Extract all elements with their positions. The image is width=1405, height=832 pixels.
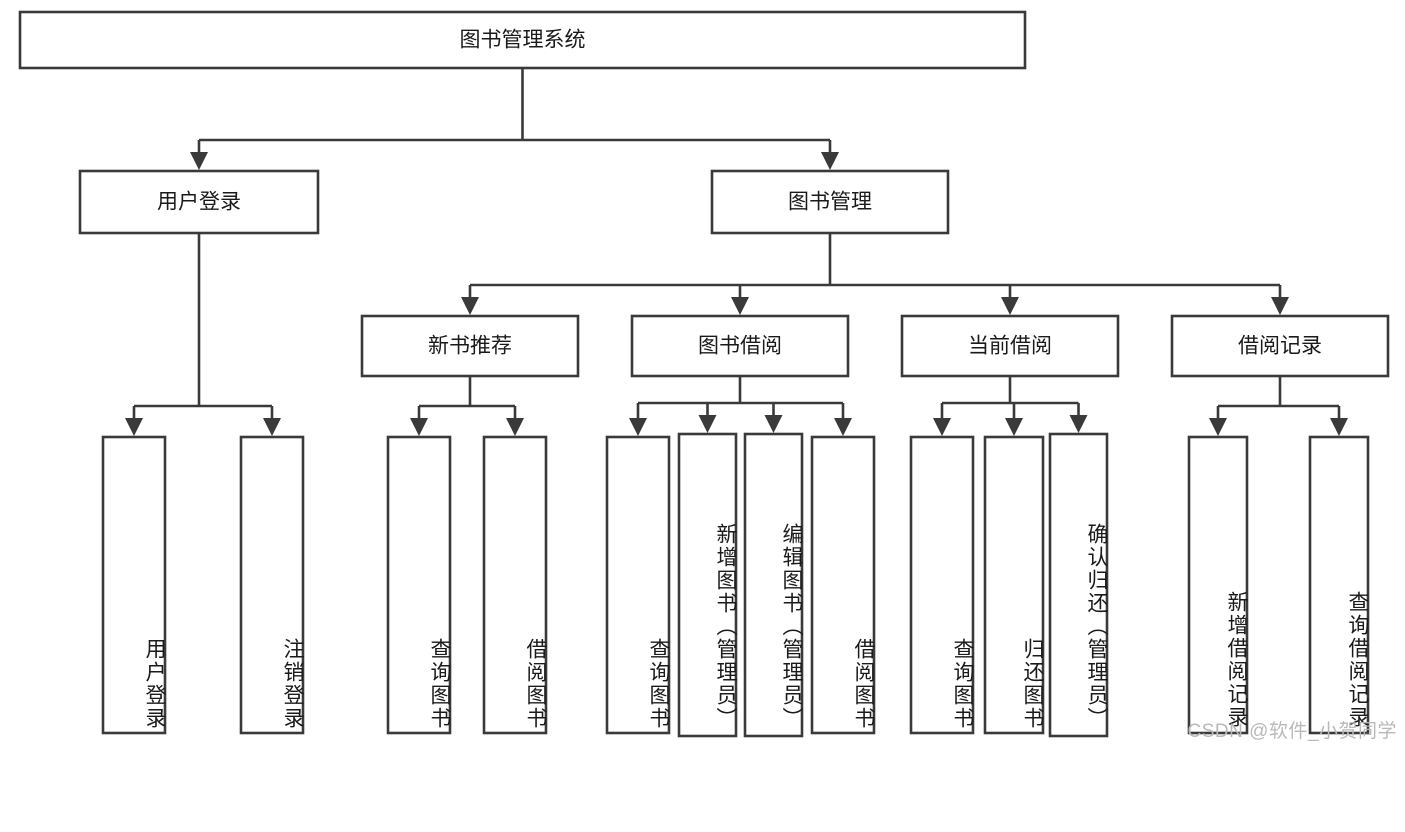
- arrow-head-icon: [506, 418, 524, 436]
- arrow-head-icon: [731, 297, 749, 315]
- arrow-head-icon: [190, 152, 208, 170]
- node-box-leaf-query-book-borrow[interactable]: [605, 435, 671, 735]
- node-box-leaf-query-book-cur[interactable]: [909, 435, 975, 735]
- node-box-borrow-record[interactable]: [1170, 314, 1390, 378]
- node-box-leaf-query-book-rec[interactable]: [386, 435, 452, 735]
- node-box-leaf-add-book[interactable]: [677, 432, 738, 738]
- diagram-canvas: 图书管理系统用户登录图书管理新书推荐图书借阅当前借阅借阅记录 用户登录注销登录查…: [18, 10, 1397, 742]
- arrow-head-icon: [1330, 418, 1348, 436]
- node-box-leaf-borrow-book[interactable]: [810, 435, 876, 735]
- node-box-current-borrow[interactable]: [900, 314, 1120, 378]
- arrow-head-icon: [821, 152, 839, 170]
- node-box-new-book-rec[interactable]: [360, 314, 580, 378]
- arrow-head-icon: [1005, 418, 1023, 436]
- node-box-leaf-add-record[interactable]: [1187, 435, 1249, 735]
- arrow-head-icon: [629, 418, 647, 436]
- node-box-book-borrow[interactable]: [630, 314, 850, 378]
- node-box-leaf-user-logout[interactable]: [239, 435, 305, 735]
- watermark-text: CSDN @软件_小贺同学: [1187, 721, 1397, 742]
- node-box-leaf-user-login[interactable]: [101, 435, 167, 735]
- node-label-current-borrow: 当前借阅: [968, 335, 1052, 358]
- arrow-head-icon: [1271, 297, 1289, 315]
- node-box-leaf-edit-book[interactable]: [743, 432, 804, 738]
- node-boxes-layer: [18, 10, 1390, 738]
- arrow-head-icon: [410, 418, 428, 436]
- node-box-book-mgmt[interactable]: [710, 169, 950, 235]
- arrow-head-icon: [933, 418, 951, 436]
- node-box-leaf-confirm-return[interactable]: [1048, 432, 1109, 738]
- node-label-root: 图书管理系统: [460, 29, 586, 52]
- arrow-head-icon: [834, 418, 852, 436]
- arrow-head-icon: [764, 415, 783, 433]
- arrow-head-icon: [1209, 418, 1227, 436]
- node-label-borrow-record: 借阅记录: [1238, 335, 1322, 358]
- node-label-book-borrow: 图书借阅: [698, 335, 782, 358]
- arrow-head-icon: [125, 418, 143, 436]
- node-label-new-book-rec: 新书推荐: [428, 335, 512, 358]
- node-box-leaf-return-book[interactable]: [983, 435, 1045, 735]
- node-box-root[interactable]: [18, 10, 1027, 70]
- node-box-leaf-query-record[interactable]: [1308, 435, 1370, 735]
- arrow-head-icon: [698, 415, 717, 433]
- connectors-layer: [125, 68, 1348, 436]
- arrow-head-icon: [461, 297, 479, 315]
- node-label-book-mgmt: 图书管理: [788, 191, 872, 214]
- arrow-head-icon: [263, 418, 281, 436]
- arrow-head-icon: [1001, 297, 1019, 315]
- node-box-user-login[interactable]: [78, 169, 320, 235]
- node-box-leaf-borrow-book-rec[interactable]: [482, 435, 548, 735]
- arrow-head-icon: [1069, 415, 1088, 433]
- node-label-user-login: 用户登录: [157, 191, 241, 214]
